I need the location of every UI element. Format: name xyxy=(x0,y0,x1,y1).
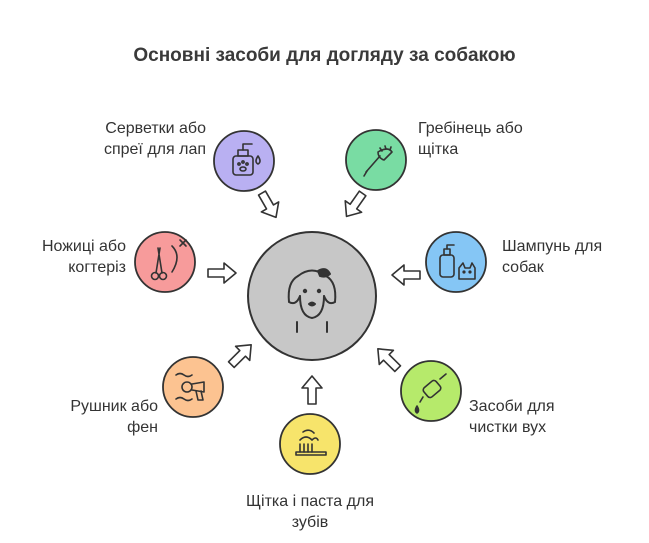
arrow-ears xyxy=(377,348,402,373)
label-wipes-line-2: спреї для лап xyxy=(103,141,206,158)
label-scissors-line-1: Ножиці або xyxy=(41,238,126,255)
scissors-clipper-icon xyxy=(150,239,187,281)
paw-spray-bottle-icon xyxy=(232,143,261,176)
arrow-teeth xyxy=(301,375,323,405)
label-shampoo-line-1: Шампунь для xyxy=(502,238,603,255)
shampoo-circle xyxy=(425,231,487,293)
towel-dryer-icon xyxy=(175,372,205,402)
comb-brush-icon xyxy=(363,145,393,177)
ears-circle xyxy=(400,360,462,422)
label-teeth-line-1: Щітка і паста для xyxy=(246,493,374,510)
arrow-comb xyxy=(344,190,367,218)
label-towel-line-2: фен xyxy=(127,419,158,436)
label-towel-line-1: Рушник або xyxy=(70,398,158,415)
label-scissors: Ножиці або когтеріз xyxy=(42,236,126,278)
label-teeth-line-2: зубів xyxy=(291,514,329,531)
toothbrush-paste-icon xyxy=(295,429,327,456)
label-shampoo: Шампунь для собак xyxy=(502,236,602,278)
label-ears: Засоби для чистки вух xyxy=(469,396,555,438)
label-ears-line-1: Засоби для xyxy=(469,398,555,415)
label-wipes: Серветки або спреї для лап xyxy=(104,118,206,160)
label-wipes-line-1: Серветки або xyxy=(105,120,206,137)
shampoo-bottle-icon xyxy=(439,244,476,280)
arrow-shampoo xyxy=(391,264,421,286)
arrow-scissors xyxy=(207,262,237,284)
arrow-towel xyxy=(227,344,252,369)
label-teeth: Щітка і паста для зубів xyxy=(205,491,415,533)
arrow-wipes xyxy=(257,190,280,219)
ear-dropper-icon xyxy=(414,373,447,414)
page-title: Основні засоби для догляду за собакою xyxy=(133,45,516,66)
label-comb-line-1: Гребінець або xyxy=(418,120,523,137)
label-towel: Рушник або фен xyxy=(70,396,158,438)
arrows xyxy=(207,190,421,405)
scissors-circle xyxy=(134,231,196,293)
label-comb-line-2: щітка xyxy=(418,141,459,158)
towel-circle xyxy=(162,356,224,418)
dog-face-icon xyxy=(287,268,337,333)
center-circle xyxy=(247,231,377,361)
label-ears-line-2: чистки вух xyxy=(469,419,547,436)
label-comb: Гребінець або щітка xyxy=(418,118,523,160)
teeth-circle xyxy=(279,413,341,475)
label-shampoo-line-2: собак xyxy=(502,259,544,276)
label-scissors-line-2: когтеріз xyxy=(68,259,126,276)
